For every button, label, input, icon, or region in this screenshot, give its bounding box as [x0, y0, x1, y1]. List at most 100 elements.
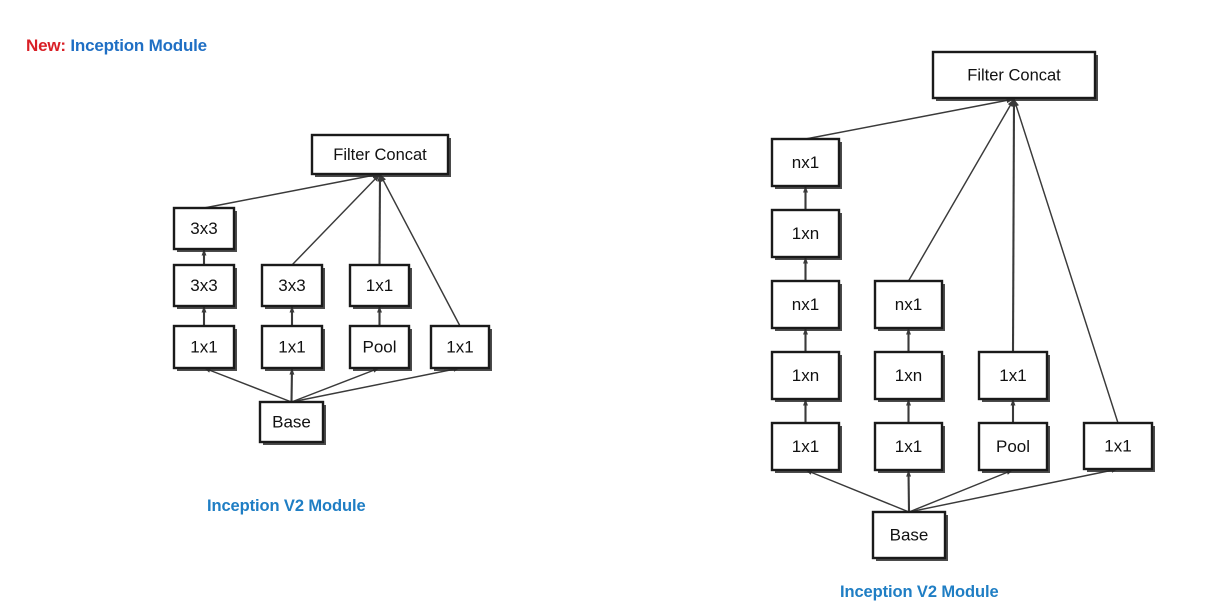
caption-right-diagram: Inception V2 Module [840, 583, 999, 601]
node-c1_1x1[interactable]: 1x1 [770, 421, 842, 473]
node-box[interactable] [871, 510, 947, 560]
edge-base-to-c4_1x1 [291, 367, 461, 403]
node-label: Filter Concat [333, 146, 427, 164]
node-label: nx1 [792, 295, 819, 314]
node-label: 3x3 [278, 276, 305, 295]
slide-heading: New: Inception Module [26, 36, 207, 56]
edge-base-to-c3_pool [291, 367, 380, 403]
node-box[interactable] [429, 324, 491, 370]
edge-group [201, 172, 461, 403]
node-c2_3x3[interactable]: 3x3 [260, 263, 325, 309]
node-box[interactable] [172, 263, 236, 308]
node-c3_pool[interactable]: Pool [977, 421, 1050, 473]
node-box[interactable] [348, 263, 411, 308]
arrow-head [289, 368, 295, 375]
node-box[interactable] [873, 421, 944, 472]
edge-base-to-c4_1x1 [908, 468, 1119, 513]
edge-c2_nx1-to-concat [907, 98, 1015, 282]
edge-c4_1x1-to-concat [1013, 98, 1119, 424]
node-c2_1x1[interactable]: 1x1 [260, 324, 325, 371]
arrow-head [803, 186, 808, 193]
diagram-inception-v2-right: Filter Concat nx1 1xn nx1 1xn 1x1 nx1 1xn 1x1 1x1… [770, 50, 1155, 561]
node-base[interactable]: Base [871, 510, 948, 561]
edge-c3_1x1-to-concat [1011, 98, 1016, 353]
node-c2_nx1[interactable]: nx1 [873, 279, 945, 331]
node-label: Base [890, 525, 929, 544]
node-box[interactable] [873, 350, 944, 401]
node-c3_1x1[interactable]: 1x1 [348, 263, 412, 309]
node-label: 1xn [792, 224, 819, 243]
node-c4_1x1[interactable]: 1x1 [1082, 421, 1155, 472]
node-box[interactable] [172, 206, 236, 251]
node-c2_1xn[interactable]: 1xn [873, 350, 945, 402]
edge-base-to-c3_pool [908, 469, 1014, 513]
node-box[interactable] [1082, 421, 1154, 471]
node-c1_nx1a[interactable]: nx1 [770, 279, 842, 331]
edge-c3_1x1-to-concat [378, 173, 382, 266]
node-box[interactable] [770, 137, 841, 188]
node-c2_1x1[interactable]: 1x1 [873, 421, 945, 473]
node-label: Pool [996, 437, 1030, 456]
arrow-head [906, 328, 911, 335]
node-concat[interactable]: Filter Concat [310, 133, 451, 177]
edge-c1_nx1b-to-concat [805, 98, 1015, 140]
node-c1_1xnb[interactable]: 1xn [770, 208, 842, 260]
arrow-head [803, 399, 808, 406]
heading-title-label: Inception Module [70, 36, 207, 55]
node-box[interactable] [260, 263, 324, 308]
node-label: 1x1 [792, 437, 819, 456]
node-c3_pool[interactable]: Pool [348, 324, 412, 371]
node-label: 1xn [792, 366, 819, 385]
node-label: 1x1 [1104, 436, 1131, 455]
node-box[interactable] [258, 400, 325, 444]
arrow-head [803, 328, 808, 335]
node-box[interactable] [770, 421, 841, 472]
node-box[interactable] [977, 421, 1049, 472]
node-base[interactable]: Base [258, 400, 326, 445]
node-concat[interactable]: Filter Concat [931, 50, 1098, 101]
arrow-head [201, 306, 207, 313]
node-c1_nx1b[interactable]: nx1 [770, 137, 842, 189]
edge-base-to-c1_1x1 [203, 367, 292, 403]
node-box[interactable] [260, 324, 324, 370]
node-box[interactable] [310, 133, 450, 176]
node-label: 1x1 [278, 337, 305, 356]
node-label: nx1 [895, 295, 922, 314]
node-box[interactable] [931, 50, 1097, 100]
arrow-head [906, 399, 911, 406]
node-label: 1x1 [895, 437, 922, 456]
node-box[interactable] [172, 324, 236, 370]
node-label: 1x1 [366, 276, 393, 295]
node-box[interactable] [873, 279, 944, 330]
node-label: Base [272, 412, 311, 431]
arrow-head [201, 249, 207, 256]
node-label: 3x3 [190, 219, 217, 238]
node-box[interactable] [770, 279, 841, 330]
heading-new-label: New: [26, 36, 66, 55]
node-box[interactable] [977, 350, 1049, 401]
caption-left-diagram: Inception V2 Module [207, 497, 366, 515]
node-c1_3x3a[interactable]: 3x3 [172, 263, 237, 309]
node-label: Filter Concat [967, 66, 1061, 84]
node-c3_1x1[interactable]: 1x1 [977, 350, 1050, 402]
node-box[interactable] [770, 208, 841, 259]
arrow-head [289, 306, 295, 313]
node-label: 1x1 [999, 366, 1026, 385]
node-label: nx1 [792, 153, 819, 172]
node-c1_3x3b[interactable]: 3x3 [172, 206, 237, 252]
node-c1_1x1[interactable]: 1x1 [172, 324, 237, 371]
edge-c2_3x3-to-concat [291, 173, 381, 266]
node-label: 1x1 [446, 337, 473, 356]
arrow-head [1010, 399, 1016, 406]
node-c1_1xna[interactable]: 1xn [770, 350, 842, 402]
node-c4_1x1[interactable]: 1x1 [429, 324, 492, 371]
edge-c1_3x3b-to-concat [203, 173, 381, 209]
node-label: 1x1 [190, 337, 217, 356]
edge-group [803, 97, 1119, 513]
node-label: 1xn [895, 366, 922, 385]
node-box[interactable] [770, 350, 841, 401]
node-label: Pool [362, 337, 396, 356]
node-box[interactable] [348, 324, 411, 370]
